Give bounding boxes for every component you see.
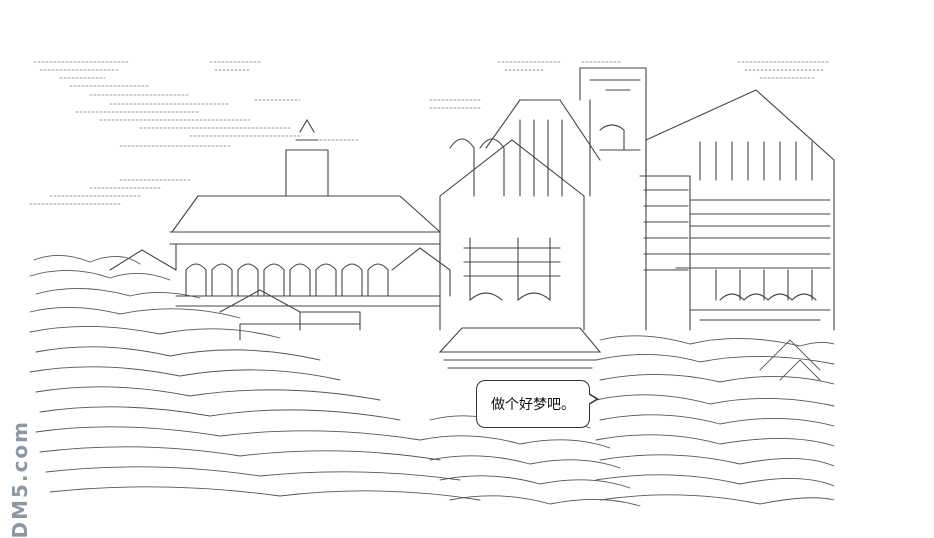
sky-clouds (29, 61, 831, 205)
speech-bubble: 做个好梦吧。 (476, 380, 599, 428)
left-palace (109, 118, 451, 341)
right-tower-building (639, 89, 835, 331)
left-trees (29, 255, 481, 501)
central-cathedral (439, 67, 647, 331)
watermark-logo: DM5.com (8, 420, 32, 538)
foreground-roof (438, 327, 602, 369)
right-trees (595, 335, 835, 505)
speech-text: 做个好梦吧。 (491, 397, 575, 413)
center-bushes (419, 415, 641, 507)
